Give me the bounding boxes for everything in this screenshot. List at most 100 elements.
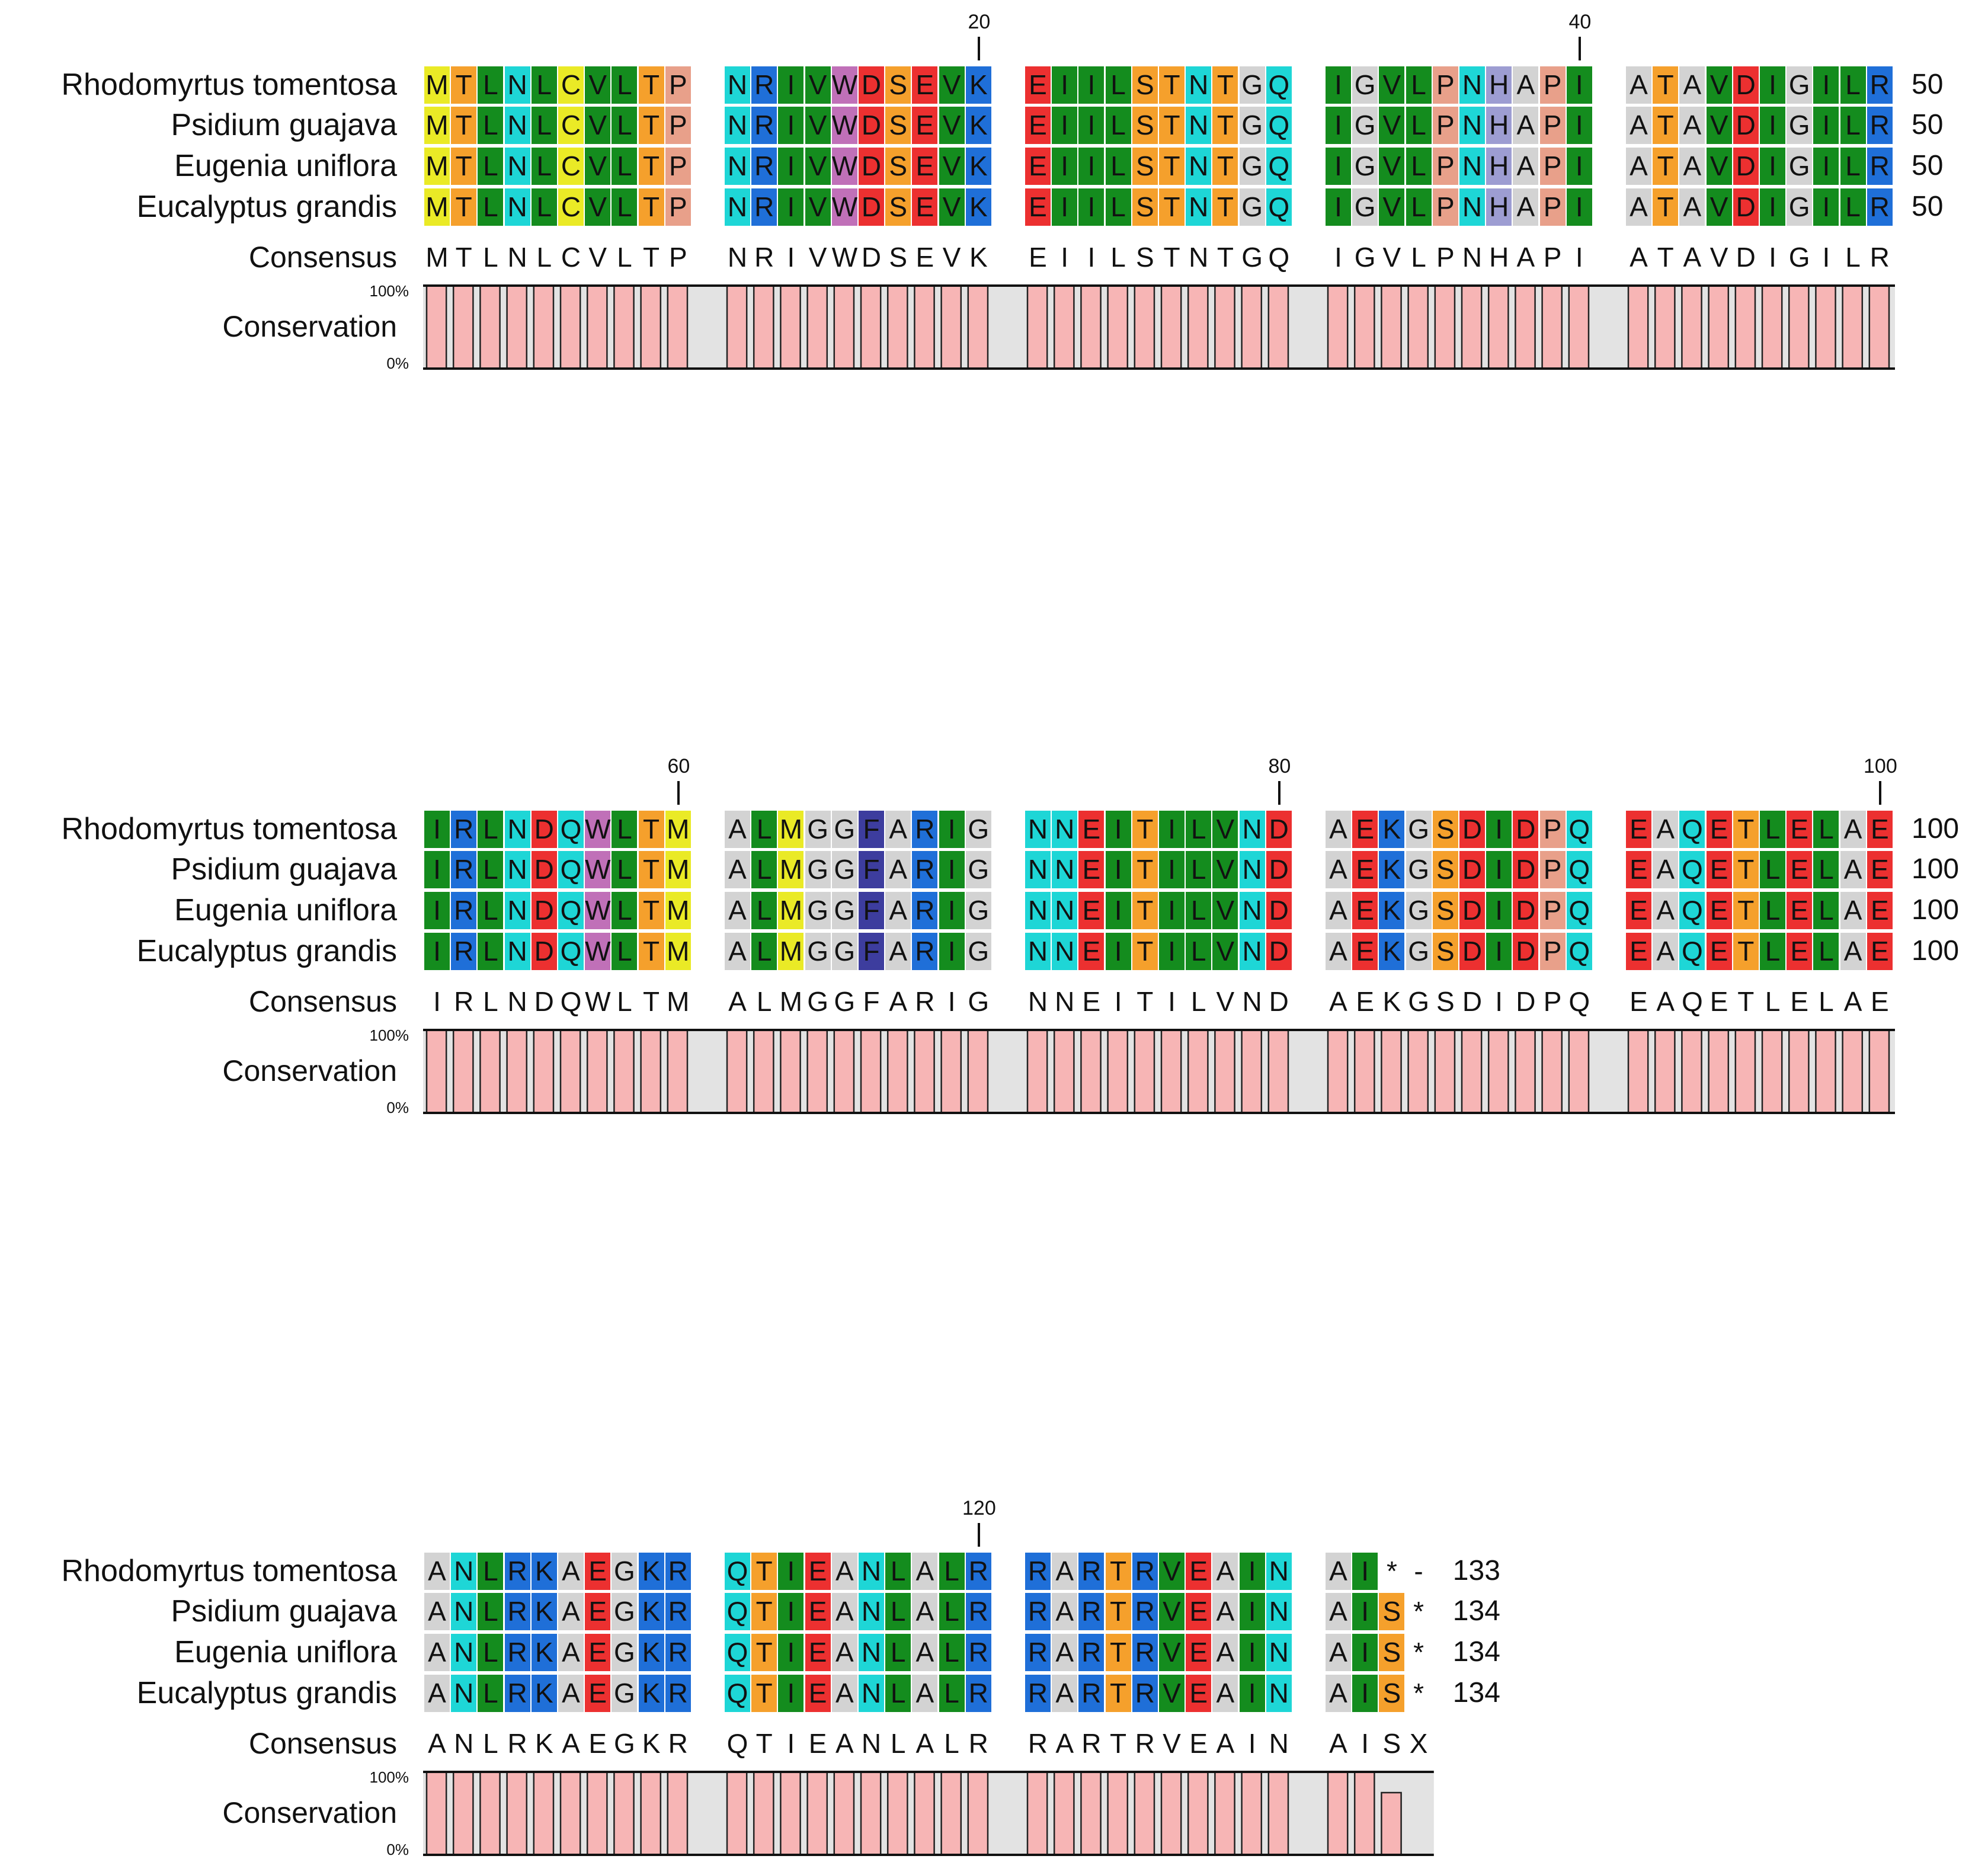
residue-cell: N	[1025, 851, 1051, 888]
residue-cell: E	[1025, 107, 1051, 144]
consensus-residue: I	[1495, 986, 1503, 1017]
residue-cell: I	[424, 811, 450, 848]
conservation-bar	[1241, 1029, 1263, 1114]
conservation-bar	[780, 284, 801, 370]
residue-cell: L	[612, 107, 638, 144]
residue-cell: V	[1212, 933, 1238, 970]
residue-cell: P	[1432, 188, 1458, 226]
residue-cell: W	[585, 933, 611, 970]
consensus-residue: V	[1382, 242, 1401, 273]
conservation-bar	[479, 1029, 501, 1114]
residue-cell: G	[1787, 66, 1813, 104]
consensus-residue: T	[1217, 242, 1234, 273]
residue-cell: N	[1239, 892, 1265, 929]
conservation-bar	[452, 284, 474, 370]
residue-cell: I	[1566, 107, 1592, 144]
residue-cell: D	[531, 933, 557, 970]
conservation-bar	[726, 1771, 748, 1856]
position-marker-label: 20	[968, 11, 991, 33]
residue-cell: D	[1266, 933, 1292, 970]
conservation-label: Conservation	[222, 310, 397, 343]
residue-cell: E	[1078, 892, 1105, 929]
residue-cell: Q	[1566, 892, 1592, 929]
residue-cell: I	[1813, 107, 1839, 144]
conservation-label: Conservation	[222, 1054, 397, 1087]
conservation-bar	[1353, 1771, 1375, 1856]
residue-cell: R	[912, 851, 938, 888]
conservation-bar	[1407, 1029, 1429, 1114]
residue-cell: P	[1539, 933, 1566, 970]
consensus-residue: E	[915, 242, 934, 273]
residue-cell: L	[1406, 107, 1432, 144]
residue-cell: C	[558, 107, 584, 144]
residue-cell: P	[1539, 66, 1566, 104]
consensus-residue: L	[1110, 242, 1126, 273]
residue-cell: L	[531, 148, 557, 185]
residue-cell: T	[451, 148, 477, 185]
residue-cell: P	[1432, 107, 1458, 144]
consensus-residue: R	[1869, 242, 1890, 273]
position-marker-tick	[1579, 37, 1582, 60]
residue-cell: L	[1105, 188, 1131, 226]
consensus-residue: V	[1710, 242, 1728, 273]
residue-cell: D	[1266, 892, 1292, 929]
residue-cell: G	[1352, 148, 1378, 185]
residue-cell: D	[1513, 933, 1539, 970]
residue-cell: K	[1379, 851, 1405, 888]
conservation-chart	[423, 1029, 1895, 1114]
residue-cell: D	[1513, 851, 1539, 888]
consensus-residue: L	[617, 986, 632, 1017]
conservation-bar	[940, 1771, 962, 1856]
residue-cell: A	[885, 892, 911, 929]
consensus-residue: H	[1489, 242, 1509, 273]
residue-cell: V	[805, 148, 831, 185]
residue-cell: R	[1867, 148, 1893, 185]
residue-cell: L	[1840, 188, 1866, 226]
residue-cell: D	[1459, 933, 1485, 970]
consensus-residue: I	[1334, 242, 1342, 273]
residue-cell: I	[1486, 892, 1512, 929]
residue-cell: T	[1653, 188, 1679, 226]
residue-cell: Q	[558, 933, 584, 970]
residue-cell: I	[1078, 148, 1105, 185]
conservation-bar	[1134, 1029, 1155, 1114]
consensus-residue: A	[1630, 242, 1648, 273]
residue-cell: K	[965, 148, 991, 185]
residue-cell: L	[1105, 107, 1131, 144]
consensus-residue: P	[668, 242, 687, 273]
residue-cell: A	[725, 851, 750, 888]
residue-cell: M	[665, 811, 691, 848]
consensus-residue: M	[779, 986, 803, 1017]
residue-cell: E	[1787, 851, 1813, 888]
residue-cell: E	[1787, 892, 1813, 929]
row-end-number: 100	[1912, 813, 1960, 844]
residue-cell: A	[1326, 811, 1351, 848]
residue-cell: V	[1706, 66, 1732, 104]
consensus-residue: E	[1630, 986, 1648, 1017]
residue-cell: E	[1626, 892, 1651, 929]
consensus-residue: E	[1710, 986, 1728, 1017]
residue-cell: N	[504, 107, 530, 144]
conservation-bar	[1327, 284, 1349, 370]
residue-cell: I	[1566, 148, 1592, 185]
residue-cell: P	[1432, 66, 1458, 104]
consensus-residue: V	[1216, 986, 1235, 1017]
consensus-residue: I	[947, 986, 956, 1017]
residue-cell: D	[1733, 66, 1759, 104]
residue-cell: A	[885, 933, 911, 970]
consensus-residue: E	[1790, 986, 1809, 1017]
conservation-bar	[1761, 284, 1783, 370]
residue-cell: G	[965, 851, 991, 888]
consensus-residue: K	[1382, 986, 1401, 1017]
residue-cell: I	[1052, 148, 1078, 185]
conservation-bar	[1734, 284, 1756, 370]
conservation-bar	[1515, 284, 1536, 370]
residue-cell: D	[531, 892, 557, 929]
conservation-bar	[914, 1771, 935, 1856]
residue-cell: S	[1132, 148, 1158, 185]
consensus-residue: L	[536, 242, 552, 273]
consensus-label: Consensus	[248, 241, 397, 274]
residue-cell: Q	[558, 851, 584, 888]
conservation-bar	[780, 1029, 801, 1114]
residue-cell: T	[638, 933, 664, 970]
